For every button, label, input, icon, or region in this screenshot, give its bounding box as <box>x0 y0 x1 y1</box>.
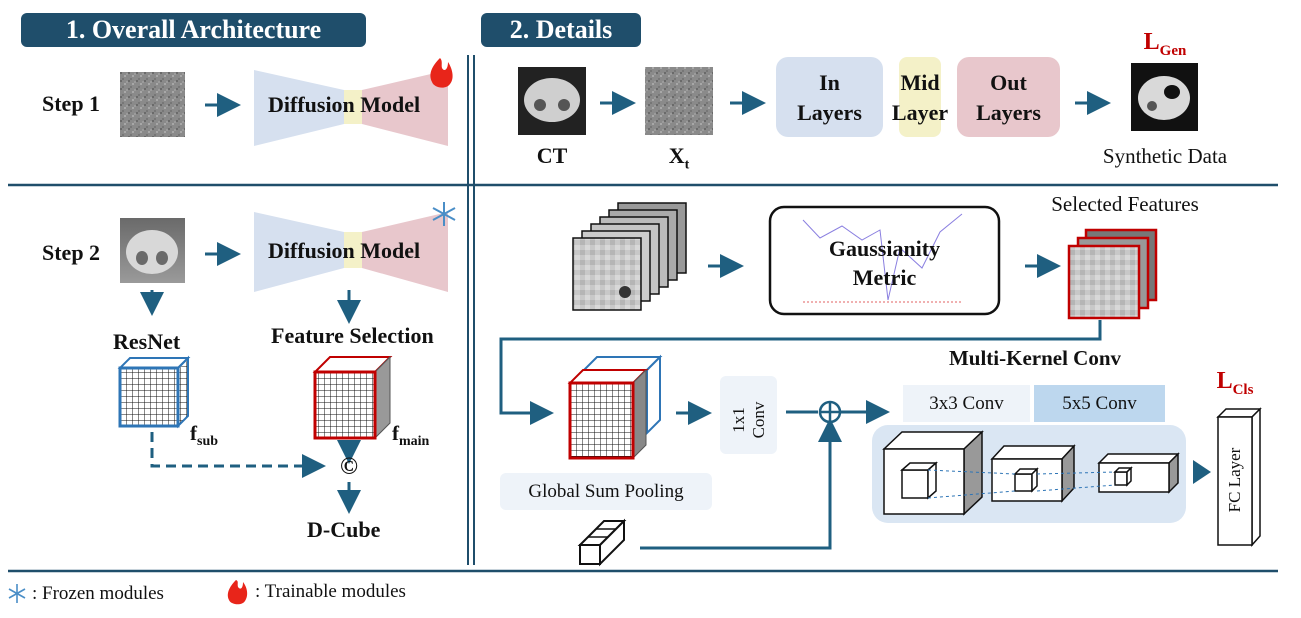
d-cube-label: D-Cube <box>307 517 381 542</box>
fc-layer-label: FC Layer <box>1225 447 1244 513</box>
conv3-label: 3x3 Conv <box>929 393 1004 414</box>
synthetic-data-label: Synthetic Data <box>1102 144 1228 168</box>
vector-cube <box>577 518 627 567</box>
selected-features-label: Selected Features <box>1051 192 1199 216</box>
conv5-box <box>1034 385 1165 422</box>
snowflake-icon <box>432 202 456 226</box>
main-feature-cube <box>312 355 393 440</box>
conv5-label: 5x5 Conv <box>1062 393 1137 414</box>
multi-kernel-conv-label: Multi-Kernel Conv <box>948 346 1122 370</box>
legend-fire-icon <box>227 580 248 605</box>
concat-symbol: © <box>340 454 358 480</box>
selected-features-stack <box>1067 228 1158 320</box>
resnet-label: ResNet <box>113 329 181 354</box>
section-title-overall: 1. Overall Architecture <box>21 13 366 47</box>
fc-layer <box>1216 407 1262 547</box>
global-sum-pooling-label: Global Sum Pooling <box>528 481 684 502</box>
step1-label: Step 1 <box>42 91 101 116</box>
step1-model-label: Diffusion Model <box>268 92 421 117</box>
out-layers-box <box>957 57 1060 137</box>
global-sum-pooling-box <box>500 473 712 510</box>
section-title-details: 2. Details <box>481 13 641 47</box>
legend-trainable-label: : Trainable modules <box>255 581 406 602</box>
f-main-label: fmain <box>392 421 430 450</box>
loss-gen-label: LGen <box>1143 29 1187 59</box>
ct-label: CT <box>536 143 568 168</box>
pooling-cube <box>567 354 663 460</box>
step2-label: Step 2 <box>42 240 101 265</box>
legend-snowflake-icon <box>8 584 26 603</box>
fire-icon <box>430 58 453 88</box>
noise-image <box>120 72 185 137</box>
mid-shape <box>344 90 362 124</box>
f-sub-label: fsub <box>190 421 219 450</box>
xt-image <box>645 67 713 135</box>
decoder-shape <box>362 70 448 146</box>
feature-selection-label: Feature Selection <box>271 323 434 348</box>
step2-model-label: Diffusion Model <box>268 238 421 263</box>
loss-cls-label: LCls <box>1216 368 1254 398</box>
xt-label: Xt <box>668 143 690 173</box>
mid-layer-box <box>899 57 941 137</box>
conv3-box <box>903 385 1030 422</box>
legend-frozen-label: : Frozen modules <box>32 583 164 604</box>
in-layers-box <box>776 57 883 137</box>
encoder-shape <box>254 70 344 146</box>
conv1x1-box <box>720 376 777 454</box>
feature-map-stack <box>572 202 687 311</box>
resnet-cube <box>117 355 191 429</box>
